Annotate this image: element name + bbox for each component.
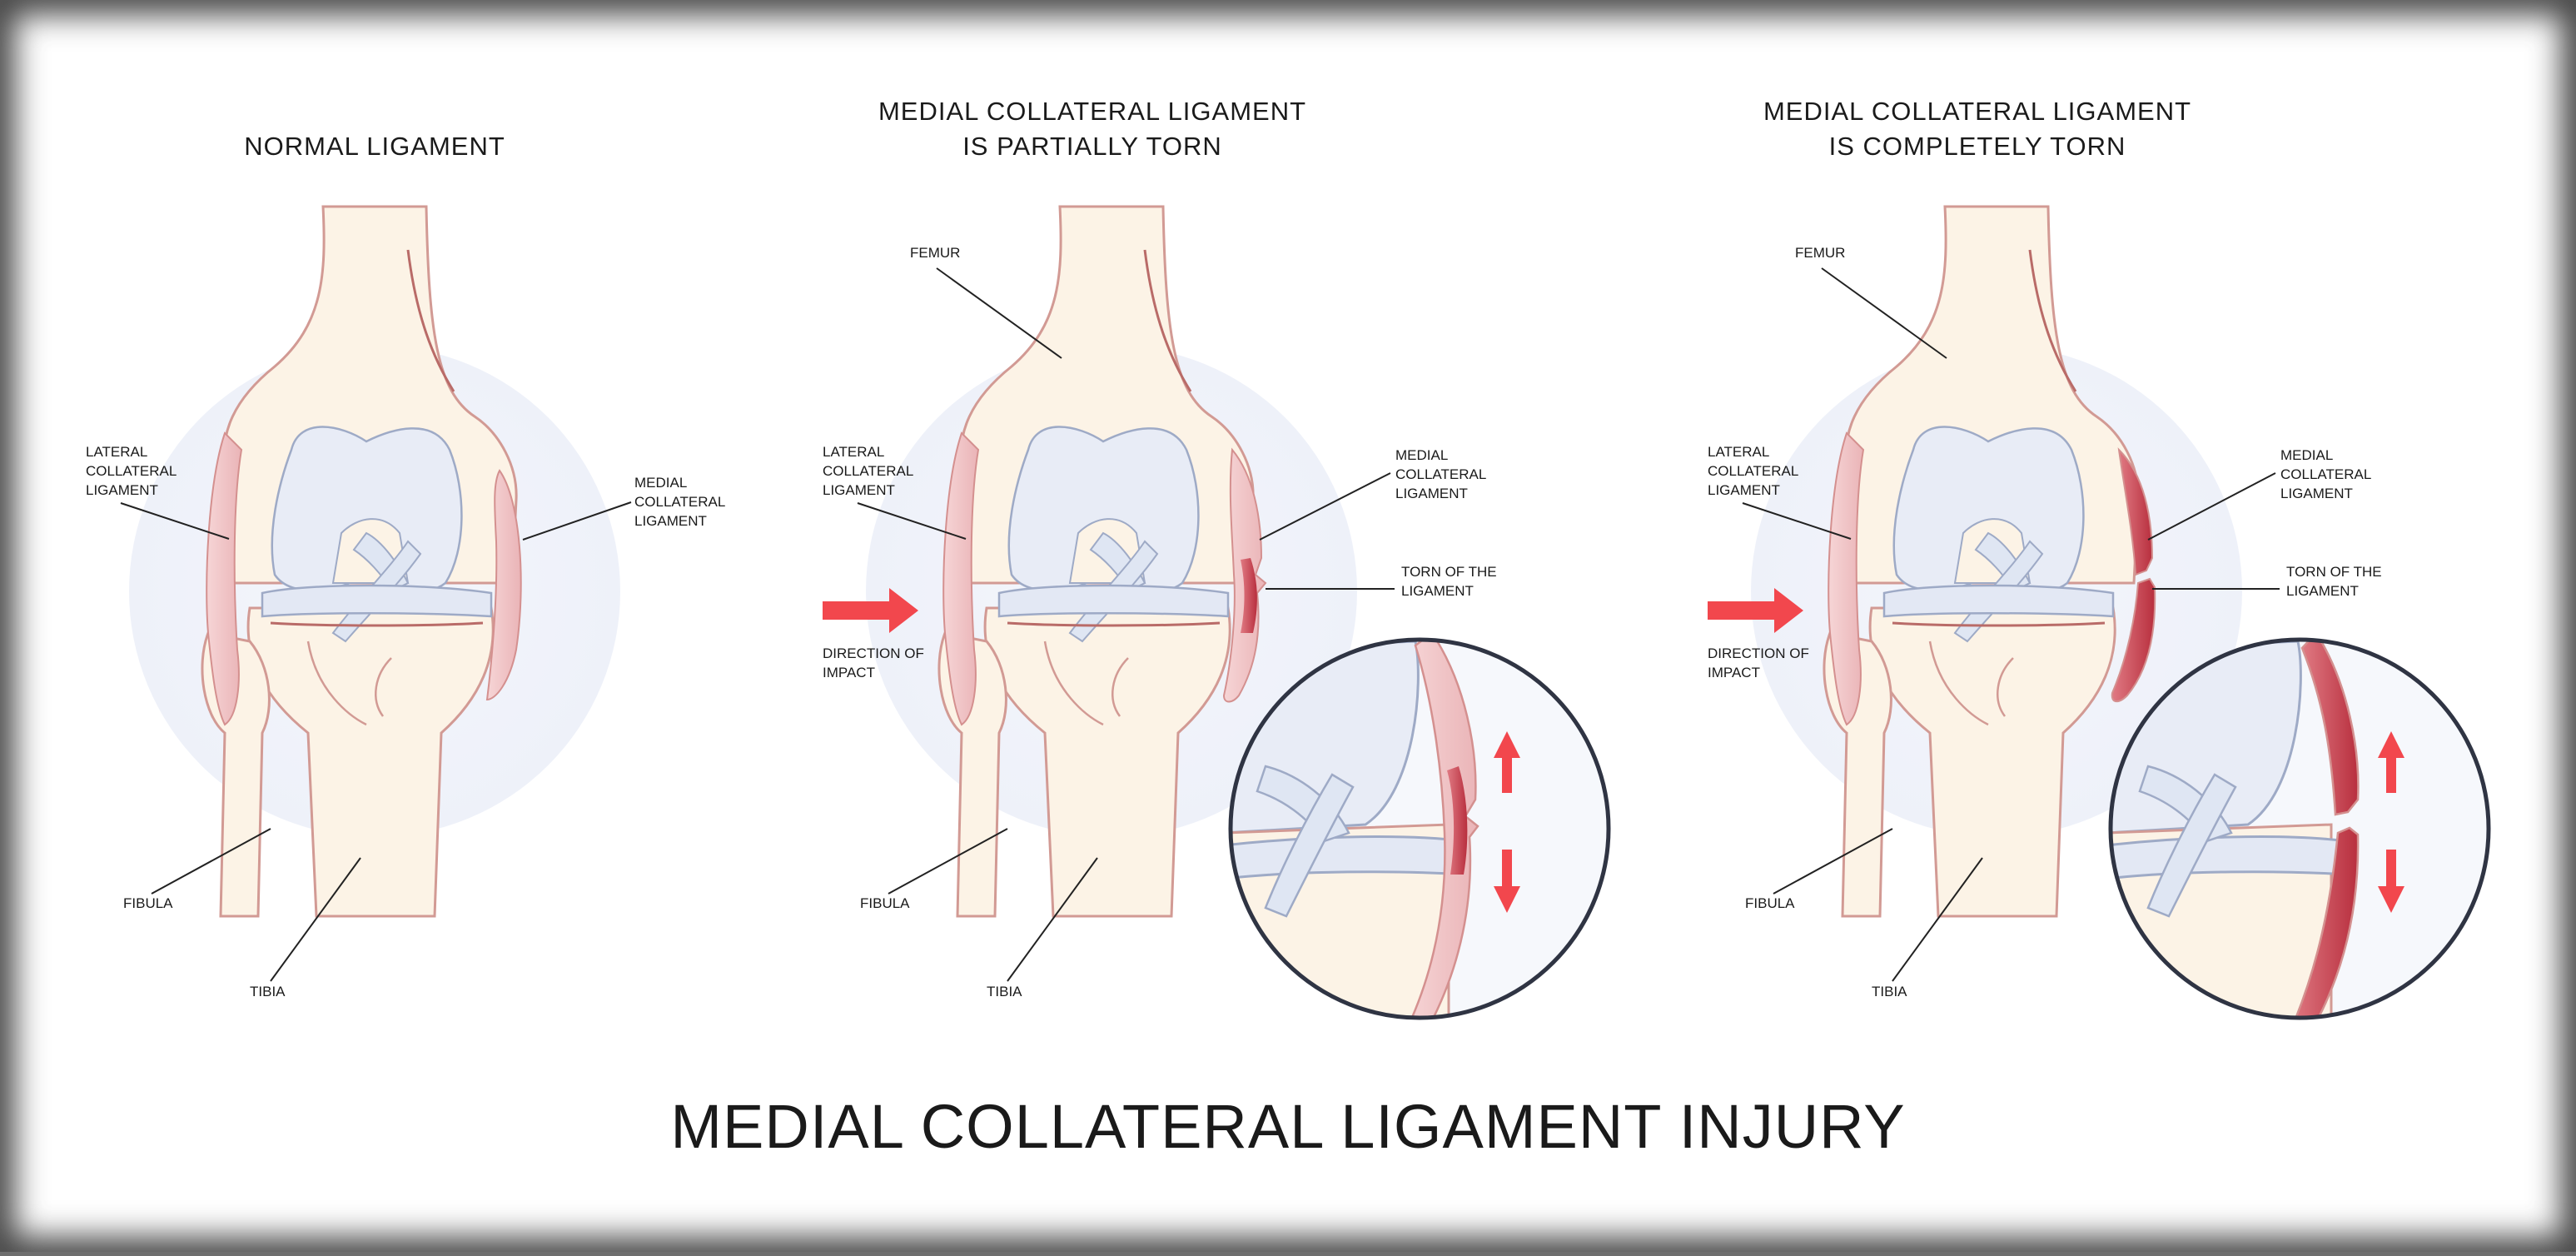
medial-ligament-upper xyxy=(2117,447,2154,576)
panel-title-complete-2: IS COMPLETELY TORN xyxy=(1829,132,2126,161)
label-tibia: TIBIA xyxy=(1872,857,1983,999)
medial-ligament-lower xyxy=(2111,577,2156,703)
label-direction: DIRECTION OF IMPACT xyxy=(1708,645,1809,680)
svg-text:COLLATERAL: COLLATERAL xyxy=(2280,466,2371,482)
svg-text:FEMUR: FEMUR xyxy=(1795,245,1845,261)
panel-normal: NORMAL LIGAMENT LATERAL COLLATERAL LIGAM… xyxy=(86,132,725,999)
label-medial-ligament: MEDIAL COLLATERAL LIGAMENT xyxy=(2147,447,2371,541)
svg-text:FIBULA: FIBULA xyxy=(123,895,173,911)
panel-complete-tear: MEDIAL COLLATERAL LIGAMENT IS COMPLETELY… xyxy=(1708,97,2491,1020)
svg-text:MEDIAL: MEDIAL xyxy=(2280,447,2333,463)
medial-ligament-normal xyxy=(485,469,522,701)
label-medial-ligament: MEDIAL COLLATERAL LIGAMENT xyxy=(1259,447,1486,541)
svg-text:MEDIAL: MEDIAL xyxy=(634,475,687,491)
svg-text:FIBULA: FIBULA xyxy=(1745,895,1795,911)
impact-arrow xyxy=(1708,588,1803,633)
svg-text:FIBULA: FIBULA xyxy=(860,895,910,911)
arrow-up-icon xyxy=(1494,731,1520,793)
svg-text:IMPACT: IMPACT xyxy=(1708,665,1760,680)
label-torn: TORN OF THE LIGAMENT xyxy=(1266,564,1497,599)
svg-text:COLLATERAL: COLLATERAL xyxy=(1395,466,1486,482)
svg-text:LIGAMENT: LIGAMENT xyxy=(2280,486,2353,501)
svg-text:TORN OF THE: TORN OF THE xyxy=(2286,564,2382,580)
label-tibia: TIBIA xyxy=(987,857,1098,999)
arrow-down-icon xyxy=(2378,850,2404,913)
panel-title-partial-1: MEDIAL COLLATERAL LIGAMENT xyxy=(878,97,1306,126)
svg-text:LIGAMENT: LIGAMENT xyxy=(634,513,707,529)
svg-text:FEMUR: FEMUR xyxy=(910,245,960,261)
panel-title-partial-2: IS PARTIALLY TORN xyxy=(962,132,1222,161)
svg-text:DIRECTION OF: DIRECTION OF xyxy=(1708,645,1809,661)
svg-text:LIGAMENT: LIGAMENT xyxy=(823,482,895,498)
label-fibula: FIBULA xyxy=(1745,828,1893,911)
label-femur: FEMUR xyxy=(910,245,1062,359)
label-lateral-ligament: LATERAL COLLATERAL LIGAMENT xyxy=(86,444,230,540)
svg-text:LIGAMENT: LIGAMENT xyxy=(1401,583,1474,599)
svg-text:TIBIA: TIBIA xyxy=(987,984,1022,999)
panel-title-complete-1: MEDIAL COLLATERAL LIGAMENT xyxy=(1763,97,2191,126)
label-lateral-ligament: LATERAL COLLATERAL LIGAMENT xyxy=(1708,444,1852,540)
label-fibula: FIBULA xyxy=(123,828,271,911)
arrow-down-icon xyxy=(1494,850,1520,913)
svg-text:LATERAL: LATERAL xyxy=(1708,444,1769,460)
svg-text:COLLATERAL: COLLATERAL xyxy=(1708,463,1798,479)
label-torn: TORN OF THE LIGAMENT xyxy=(2152,564,2382,599)
label-fibula: FIBULA xyxy=(860,828,1008,911)
svg-text:COLLATERAL: COLLATERAL xyxy=(634,494,725,510)
svg-text:LIGAMENT: LIGAMENT xyxy=(1708,482,1780,498)
svg-text:TIBIA: TIBIA xyxy=(1872,984,1907,999)
svg-text:COLLATERAL: COLLATERAL xyxy=(86,463,177,479)
impact-arrow xyxy=(823,588,918,633)
panel-title-normal: NORMAL LIGAMENT xyxy=(244,132,505,161)
svg-text:LATERAL: LATERAL xyxy=(823,444,884,460)
svg-text:DIRECTION OF: DIRECTION OF xyxy=(823,645,924,661)
svg-text:LIGAMENT: LIGAMENT xyxy=(2286,583,2359,599)
svg-text:COLLATERAL: COLLATERAL xyxy=(823,463,913,479)
svg-text:LATERAL: LATERAL xyxy=(86,444,147,460)
svg-text:IMPACT: IMPACT xyxy=(823,665,875,680)
arrow-up-icon xyxy=(2378,731,2404,793)
svg-text:LIGAMENT: LIGAMENT xyxy=(1395,486,1468,501)
svg-text:LIGAMENT: LIGAMENT xyxy=(86,482,158,498)
label-medial-ligament: MEDIAL COLLATERAL LIGAMENT xyxy=(522,475,725,541)
label-direction: DIRECTION OF IMPACT xyxy=(823,645,924,680)
svg-text:TORN OF THE: TORN OF THE xyxy=(1401,564,1497,580)
main-title: MEDIAL COLLATERAL LIGAMENT INJURY xyxy=(670,1092,1905,1161)
zoom-circle-complete xyxy=(2108,637,2491,1020)
svg-text:MEDIAL: MEDIAL xyxy=(1395,447,1448,463)
label-femur: FEMUR xyxy=(1795,245,1947,359)
label-lateral-ligament: LATERAL COLLATERAL LIGAMENT xyxy=(823,444,967,540)
svg-text:TIBIA: TIBIA xyxy=(250,984,286,999)
label-tibia: TIBIA xyxy=(250,857,361,999)
